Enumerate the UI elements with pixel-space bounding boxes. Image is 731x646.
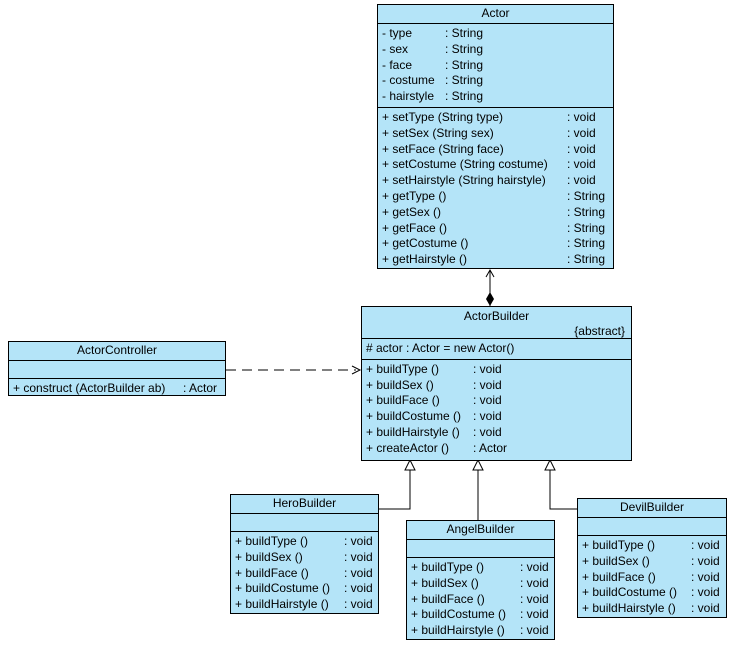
operations-section: + construct (ActorBuilder ab): Actor <box>9 379 225 399</box>
operation-row: + buildHairstyle (): void <box>582 601 720 616</box>
attributes-section: # actor : Actor = new Actor() <box>362 339 631 360</box>
devil-builder-class[interactable]: DevilBuilder + buildType (): void + buil… <box>577 498 727 618</box>
hero-builder-class[interactable]: HeroBuilder + buildType (): void + build… <box>230 494 379 614</box>
devil-generalization-line <box>549 470 578 510</box>
operation-row: + buildType (): void <box>366 361 502 376</box>
class-name: Actor <box>378 5 613 24</box>
operation-row: + buildSex (): void <box>235 549 373 564</box>
actor-builder-class[interactable]: ActorBuilder {abstract} # actor : Actor … <box>361 306 632 461</box>
attribute-row: - type: String <box>382 26 484 40</box>
attribute-row: - costume: String <box>382 73 484 88</box>
class-stereotype: {abstract} <box>574 324 625 338</box>
attributes-section: - type: String - sex: String - face: Str… <box>378 24 613 108</box>
actor-controller-class[interactable]: ActorController + construct (ActorBuilde… <box>8 341 226 396</box>
class-header: ActorBuilder {abstract} <box>362 307 631 339</box>
attribute-row: - hairstyle: String <box>382 89 484 104</box>
operation-row: + setSex (String sex): void <box>382 125 596 140</box>
operation-row: + buildFace (): void <box>366 393 502 408</box>
operation-row: + getSex (): String <box>382 204 606 219</box>
attributes-section <box>231 514 378 532</box>
operation-row: + buildCostume (): void <box>235 581 373 596</box>
angel-builder-class[interactable]: AngelBuilder + buildType (): void + buil… <box>406 520 555 640</box>
operation-row: + buildHairstyle (): void <box>411 623 549 638</box>
operations-section: + buildType (): void + buildSex (): void… <box>407 558 554 641</box>
actor-class[interactable]: Actor - type: String - sex: String - fac… <box>377 4 614 269</box>
operation-row: + setHairstyle (String hairstyle): void <box>382 173 596 188</box>
navigation-arrow-icon <box>485 268 495 278</box>
operation-row: + buildType (): void <box>582 538 720 552</box>
operation-row: + setFace (String face): void <box>382 141 596 156</box>
operation-row: + setCostume (String costume): void <box>382 157 596 172</box>
operation-row: + buildFace (): void <box>235 565 373 580</box>
class-name: ActorController <box>9 342 225 361</box>
operation-row: + buildSex (): void <box>411 575 549 590</box>
operation-row: + getFace (): String <box>382 220 606 235</box>
operation-row: + buildHairstyle (): void <box>235 597 373 612</box>
attribute-row: - sex: String <box>382 41 484 56</box>
operation-row: + buildSex (): void <box>582 553 720 568</box>
class-name: DevilBuilder <box>578 499 726 518</box>
class-name: AngelBuilder <box>407 521 554 540</box>
attributes-section <box>407 540 554 558</box>
dependency-arrow-icon <box>351 365 362 375</box>
operation-row: + setType (String type): void <box>382 109 596 124</box>
operation-row: + construct (ActorBuilder ab): Actor <box>13 381 218 395</box>
operation-row: + getHairstyle (): String <box>382 252 606 267</box>
hero-generalization-line <box>378 470 411 510</box>
operations-section: + setType (String type): void + setSex (… <box>378 108 613 270</box>
operation-row: + buildCostume (): void <box>411 607 549 622</box>
operation-row: + createActor (): Actor <box>366 440 508 455</box>
composition-diamond-icon <box>486 292 494 306</box>
operation-row: + getCostume (): String <box>382 236 606 251</box>
attribute-row: # actor : Actor = new Actor() <box>366 341 515 355</box>
operation-row: + buildType (): void <box>411 560 549 574</box>
operations-section: + buildType (): void + buildSex (): void… <box>362 360 631 459</box>
operation-row: + getType (): String <box>382 188 606 203</box>
operation-row: + buildFace (): void <box>411 591 549 606</box>
operation-row: + buildHairstyle (): void <box>366 424 502 439</box>
attributes-section <box>578 518 726 536</box>
operation-row: + buildType (): void <box>235 534 373 548</box>
operation-row: + buildCostume (): void <box>366 409 502 424</box>
class-name: HeroBuilder <box>231 495 378 514</box>
operations-section: + buildType (): void + buildSex (): void… <box>231 532 378 615</box>
class-name: ActorBuilder <box>463 309 530 323</box>
operation-row: + buildSex (): void <box>366 377 502 392</box>
devil-inheritance-triangle-icon <box>544 458 556 471</box>
attribute-row: - face: String <box>382 57 484 72</box>
operation-row: + buildCostume (): void <box>582 585 720 600</box>
angel-inheritance-triangle-icon <box>472 458 484 471</box>
attributes-section <box>9 361 225 379</box>
operation-row: + buildFace (): void <box>582 569 720 584</box>
operations-section: + buildType (): void + buildSex (): void… <box>578 536 726 619</box>
hero-inheritance-triangle-icon <box>404 458 416 471</box>
